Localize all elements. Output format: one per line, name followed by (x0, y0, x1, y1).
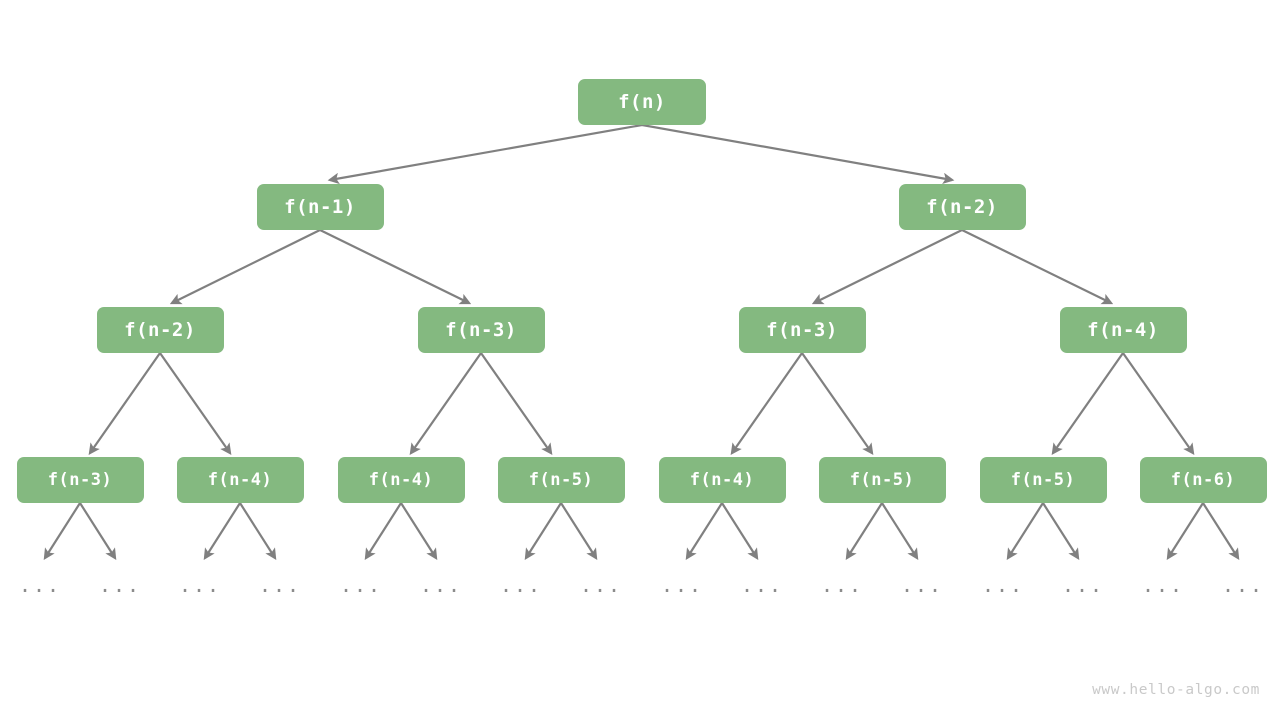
tree-edge (1202, 502, 1240, 561)
tree-edge (811, 229, 963, 305)
tree-edge (159, 352, 232, 455)
tree-edge (560, 502, 598, 561)
tree-edge (480, 352, 553, 455)
leaf-ellipsis-0: ... (18, 573, 62, 597)
tree-edge (169, 229, 321, 305)
tree-node-n1[interactable]: f(n) (578, 79, 706, 125)
tree-node-n2b[interactable]: f(n-2) (898, 184, 1026, 230)
leaf-ellipsis-3: ... (258, 573, 302, 597)
tree-edge (239, 502, 277, 561)
tree-node-n4f[interactable]: f(n-5) (818, 457, 946, 503)
tree-node-n4g[interactable]: f(n-5) (979, 457, 1107, 503)
leaf-ellipsis-14: ... (1141, 573, 1185, 597)
leaf-ellipsis-4: ... (339, 573, 383, 597)
leaf-ellipsis-15: ... (1221, 573, 1265, 597)
tree-node-n4h[interactable]: f(n-6) (1139, 457, 1267, 503)
leaf-ellipsis-6: ... (499, 573, 543, 597)
tree-edge (730, 352, 803, 455)
tree-node-n4b[interactable]: f(n-4) (176, 457, 304, 503)
leaf-ellipsis-1: ... (98, 573, 142, 597)
tree-edge (845, 502, 883, 561)
tree-edge (1166, 502, 1204, 561)
tree-edge (409, 352, 482, 455)
leaf-ellipsis-11: ... (900, 573, 944, 597)
tree-edge (327, 123, 643, 185)
tree-edge (524, 502, 562, 561)
tree-edge (801, 352, 874, 455)
tree-edge (400, 502, 438, 561)
leaf-ellipsis-2: ... (178, 573, 222, 597)
tree-edge (961, 229, 1114, 305)
tree-edge (1122, 352, 1195, 455)
leaf-ellipsis-8: ... (660, 573, 704, 597)
watermark: www.hello-algo.com (1092, 682, 1260, 698)
tree-edge (88, 352, 161, 455)
tree-node-n4d[interactable]: f(n-5) (497, 457, 625, 503)
tree-node-n4e[interactable]: f(n-4) (658, 457, 786, 503)
tree-edge (79, 502, 117, 561)
leaf-ellipsis-10: ... (820, 573, 864, 597)
tree-node-n4c[interactable]: f(n-4) (337, 457, 465, 503)
tree-edge (1051, 352, 1124, 455)
tree-node-n3a[interactable]: f(n-2) (96, 307, 224, 353)
tree-node-n4a[interactable]: f(n-3) (16, 457, 144, 503)
tree-edge (1006, 502, 1044, 561)
tree-edge (43, 502, 81, 561)
tree-edge (203, 502, 241, 561)
leaf-ellipsis-9: ... (740, 573, 784, 597)
tree-node-n2a[interactable]: f(n-1) (256, 184, 384, 230)
leaf-ellipsis-5: ... (419, 573, 463, 597)
tree-edge (881, 502, 919, 561)
tree-edge (364, 502, 402, 561)
tree-edge (319, 229, 472, 305)
tree-node-n3c[interactable]: f(n-3) (738, 307, 866, 353)
leaf-ellipsis-7: ... (579, 573, 623, 597)
tree-node-n3d[interactable]: f(n-4) (1059, 307, 1187, 353)
leaf-ellipsis-12: ... (981, 573, 1025, 597)
tree-edge (721, 502, 759, 561)
tree-edge (1042, 502, 1080, 561)
tree-edge (685, 502, 723, 561)
tree-node-n3b[interactable]: f(n-3) (417, 307, 545, 353)
leaf-ellipsis-13: ... (1061, 573, 1105, 597)
tree-edge (641, 123, 955, 185)
